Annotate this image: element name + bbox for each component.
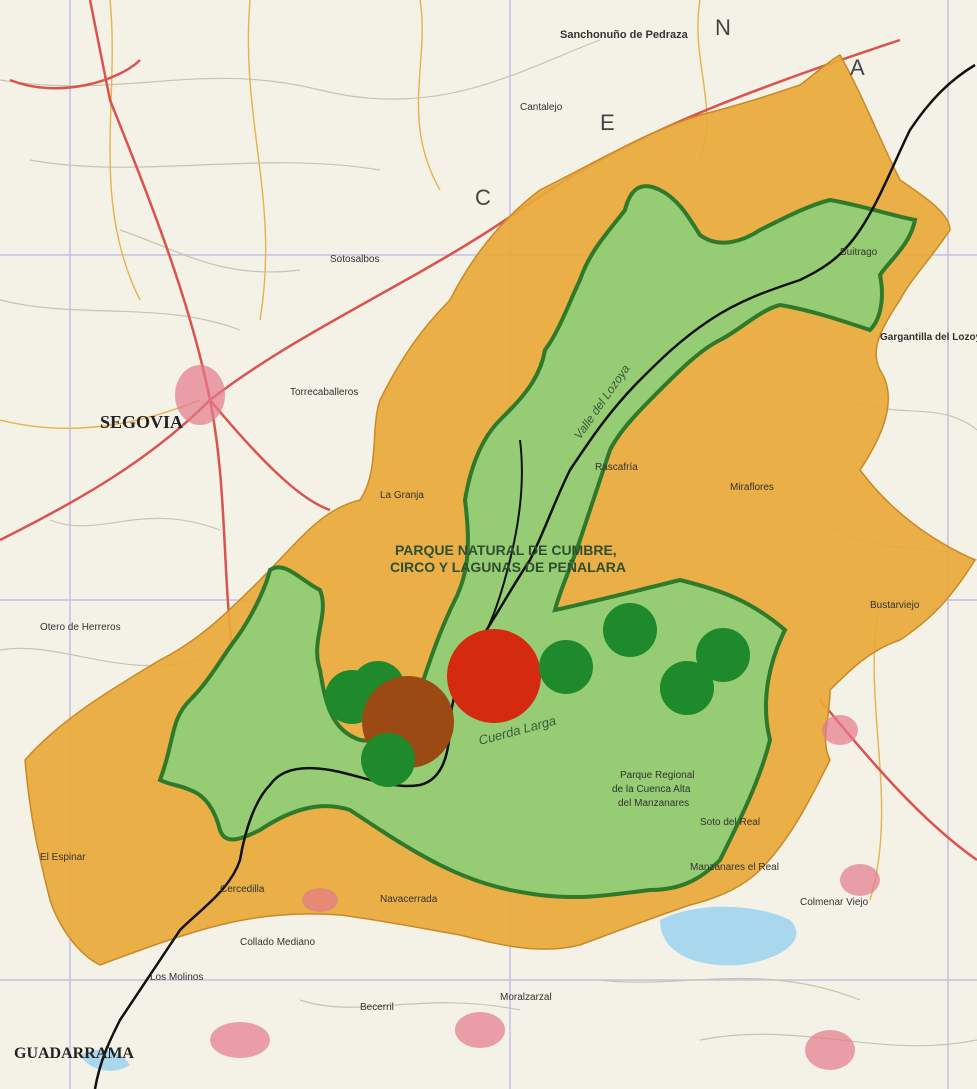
label-manzanares: Manzanares el Real [690, 862, 779, 873]
label-sanchonuno: Sanchonuño de Pedraza [560, 29, 689, 41]
label-sotosalbos: Sotosalbos [330, 254, 379, 265]
reservoir-small [80, 1049, 130, 1071]
label-parque-regional-2: de la Cuenca Alta [612, 784, 691, 795]
label-collado: Collado Mediano [240, 937, 315, 948]
label-bustarviejo: Bustarviejo [870, 600, 920, 611]
label-letter-e: E [600, 110, 615, 135]
label-torrecaballeros: Torrecaballeros [290, 387, 358, 398]
label-el-espinar: El Espinar [40, 852, 86, 863]
label-moralzarzal: Moralzarzal [500, 992, 552, 1003]
green-marker-3[interactable] [361, 733, 415, 787]
urban-areas [175, 365, 880, 1070]
reservoir-santillana [660, 906, 797, 966]
label-navacerrada: Navacerrada [380, 894, 438, 905]
label-parque-regional-1: Parque Regional [620, 770, 695, 781]
label-miraflores: Miraflores [730, 482, 774, 493]
green-marker-5[interactable] [603, 603, 657, 657]
label-la-granja: La Granja [380, 490, 424, 501]
green-marker-6[interactable] [696, 628, 750, 682]
label-buitrago: Buitrago [840, 247, 878, 258]
label-colmenar: Colmenar Viejo [800, 897, 869, 908]
label-park-name-1: PARQUE NATURAL DE CUMBRE, [395, 542, 617, 558]
label-gargantilla: Gargantilla del Lozoya [880, 332, 977, 343]
label-cercedilla: Cercedilla [220, 884, 265, 895]
label-letter-a: A [850, 55, 865, 80]
green-marker-7[interactable] [660, 661, 714, 715]
label-segovia: SEGOVIA [100, 412, 183, 432]
label-rascafria: Rascafría [595, 462, 638, 473]
label-becerril: Becerril [360, 1002, 394, 1013]
label-guadarrama: GUADARRAMA [14, 1045, 134, 1062]
label-letter-c: C [475, 185, 491, 210]
red-marker[interactable] [447, 629, 541, 723]
label-otero: Otero de Herreros [40, 622, 121, 633]
label-cantalejo: Cantalejo [520, 102, 563, 113]
green-marker-4[interactable] [539, 640, 593, 694]
label-letter-n: N [715, 15, 731, 40]
site-markers [325, 603, 750, 787]
label-soto-real: Soto del Real [700, 817, 760, 828]
label-los-molinos: Los Molinos [150, 972, 203, 983]
label-parque-regional-3: del Manzanares [618, 798, 689, 809]
label-park-name-2: CIRCO Y LAGUNAS DE PEÑALARA [390, 558, 626, 575]
